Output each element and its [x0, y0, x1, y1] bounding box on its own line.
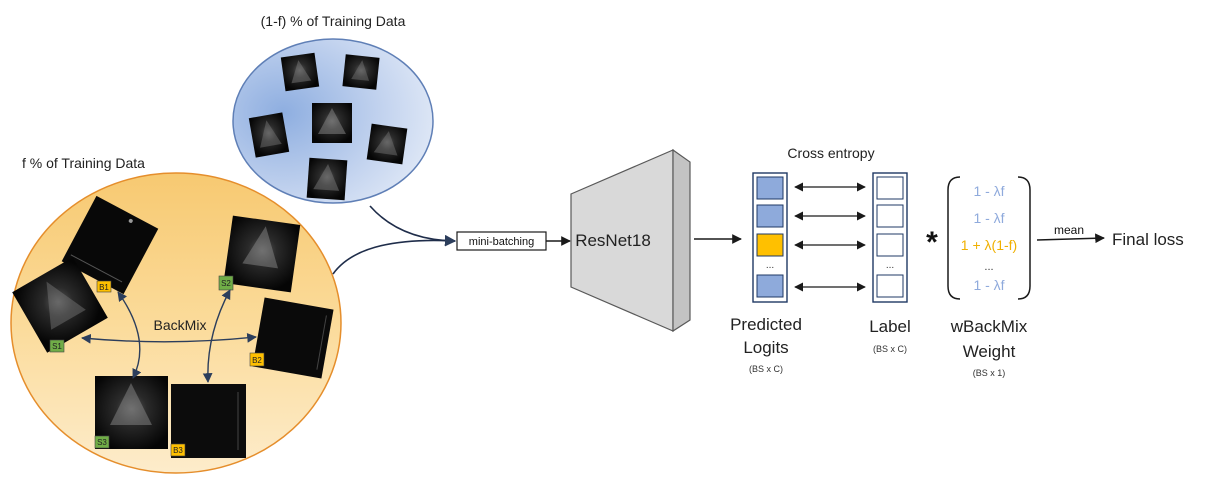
- tag-s1-label: S1: [52, 342, 62, 351]
- predicted-logits-shape: (BS x C): [749, 364, 783, 374]
- echo-image: [306, 157, 348, 201]
- tag-b2: [249, 352, 265, 367]
- backmix-label: BackMix: [154, 317, 207, 333]
- model-label: ResNet18: [575, 231, 651, 250]
- label-cell: [876, 233, 904, 257]
- tag-b1-label: B1: [99, 283, 109, 292]
- echo-image: [248, 112, 290, 158]
- backmixed-data-group: f % of Training Data B1 S1 S2 B2: [10, 155, 342, 474]
- tag-b3: [170, 443, 186, 457]
- tag-s3: [94, 435, 110, 449]
- label-cell: [876, 176, 904, 200]
- label-title: Label: [869, 317, 911, 336]
- final-loss-label: Final loss: [1112, 230, 1184, 249]
- echo-image-b2: [252, 297, 334, 379]
- predicted-logits-title-2: Logits: [743, 338, 788, 357]
- tag-b3-label: B3: [173, 446, 183, 455]
- logit-cell: [756, 176, 784, 200]
- tag-s1: [49, 339, 65, 353]
- cross-entropy-label: Cross entropy: [787, 145, 874, 161]
- connector-top-to-minibatch: [369, 205, 457, 247]
- tag-b2-label: B2: [252, 356, 262, 365]
- arrow-to-final-loss: [1036, 233, 1105, 244]
- weight-ellipsis: ...: [984, 261, 993, 273]
- weight-entry: 1 - λf: [973, 210, 1004, 226]
- weight-entry: 1 - λf: [973, 277, 1004, 293]
- connector-left-to-minibatch: [332, 234, 457, 275]
- tag-s2-label: S2: [221, 279, 231, 288]
- backmix-arrow-s1-b2: [81, 333, 257, 344]
- echo-image: [280, 52, 320, 92]
- mean-label: mean: [1054, 223, 1084, 237]
- mini-batching-label: mini-batching: [469, 236, 534, 248]
- echo-image: [366, 123, 408, 165]
- echo-image-s1: [12, 257, 108, 353]
- weight-entry: 1 - λf: [973, 183, 1004, 199]
- logit-ellipsis: ...: [766, 260, 774, 271]
- mini-batching-box: mini-batching: [456, 231, 547, 251]
- tag-s3-label: S3: [97, 438, 107, 447]
- echo-image-s2: [223, 215, 301, 293]
- logit-cell: [756, 274, 784, 298]
- weight-shape: (BS x 1): [973, 368, 1006, 378]
- multiply-sign: *: [926, 226, 938, 259]
- logit-cell: [756, 204, 784, 228]
- unbackmixed-data-group: (1-f) % of Training Data: [232, 13, 434, 204]
- weight-title-1: wBackMix: [950, 317, 1028, 336]
- logit-cell-highlighted: [756, 233, 784, 257]
- right-bracket: [1017, 176, 1031, 300]
- label-ellipsis: ...: [886, 260, 894, 271]
- left-bracket: [947, 176, 961, 300]
- resnet18-block: ResNet18: [570, 148, 691, 333]
- echo-image-b1: [61, 195, 159, 295]
- echo-image-s3: [95, 376, 168, 449]
- left-group-title: f % of Training Data: [22, 155, 145, 171]
- label-column: ...: [872, 172, 908, 303]
- weight-entry-highlighted: 1 + λ(1-f): [961, 237, 1017, 253]
- top-group-title: (1-f) % of Training Data: [261, 13, 406, 29]
- tag-b1: [96, 280, 112, 293]
- predicted-logits-column: ...: [752, 172, 788, 303]
- label-cell: [876, 274, 904, 298]
- label-shape: (BS x C): [873, 344, 907, 354]
- echo-image: [342, 54, 380, 90]
- predicted-logits-title-1: Predicted: [730, 315, 802, 334]
- wbackmix-weight-vector: 1 - λf 1 - λf 1 + λ(1-f) ... 1 - λf: [947, 176, 1031, 300]
- echo-image: [312, 103, 352, 143]
- label-cell: [876, 204, 904, 228]
- weight-title-2: Weight: [963, 342, 1016, 361]
